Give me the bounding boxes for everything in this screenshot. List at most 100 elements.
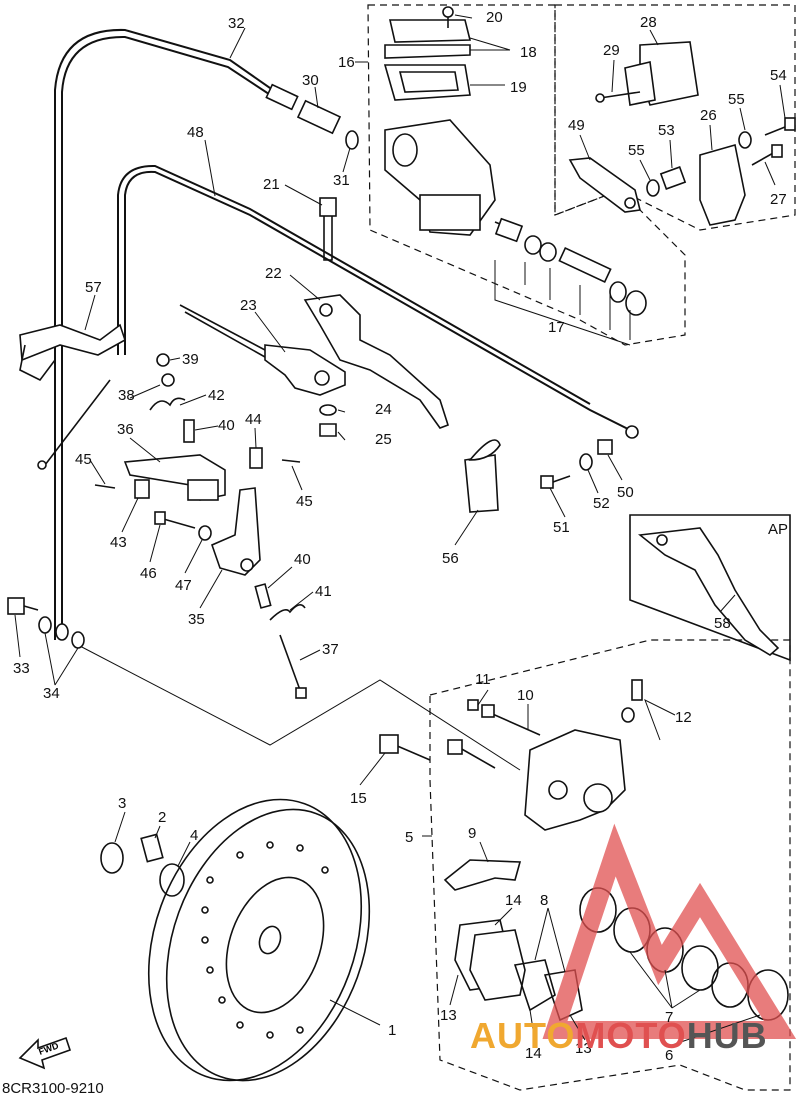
automotohub-logo	[542, 823, 797, 1039]
bolt-11	[467, 699, 479, 711]
callout-6: 6	[665, 1047, 673, 1064]
callout-2: 2	[158, 809, 166, 826]
callout-labels: 1 2 3 4 5 6 7 8 9 10 11 12 13 13 14 14 1…	[13, 9, 787, 1064]
cable-end-fitting	[55, 623, 69, 641]
callout-27: 27	[770, 191, 787, 208]
callout-25: 25	[375, 431, 392, 448]
screw-29	[595, 91, 641, 103]
callout-47: 47	[175, 577, 192, 594]
brake-lever-22	[303, 294, 449, 429]
bolt-27	[751, 144, 783, 166]
bolt-33	[7, 597, 39, 615]
spring-42	[149, 397, 186, 411]
bracket-26	[699, 143, 746, 226]
key-2	[140, 833, 164, 863]
washer-47	[198, 525, 212, 541]
nut-25	[319, 423, 337, 437]
fwd-arrow-icon: FWD	[18, 1036, 72, 1070]
pin-40a	[183, 419, 195, 443]
callout-24: 24	[375, 401, 392, 418]
leader-lines	[14, 14, 786, 1046]
callout-26: 26	[700, 107, 717, 124]
diaphragm-19	[383, 64, 471, 101]
callout-46: 46	[140, 565, 157, 582]
arm-35	[211, 487, 261, 576]
callout-1: 1	[388, 1022, 396, 1039]
reflector-56	[464, 439, 501, 513]
callout-12: 12	[675, 709, 692, 726]
callout-3: 3	[118, 795, 126, 812]
disc-holes	[201, 841, 329, 1039]
callout-14a: 14	[505, 892, 522, 909]
callout-8: 8	[540, 892, 548, 909]
washer-55b	[738, 131, 752, 149]
washer-34a	[38, 616, 52, 634]
washer-52	[579, 453, 593, 471]
pin-44	[249, 447, 263, 469]
callout-19: 19	[510, 79, 527, 96]
callout-10: 10	[517, 687, 534, 704]
arm-36	[123, 454, 226, 501]
rod-37	[279, 634, 307, 699]
nut-38	[161, 373, 175, 387]
callout-17: 17	[548, 319, 565, 336]
svg-text:AUTOMOTOHUB: AUTOMOTOHUB	[470, 1015, 768, 1056]
lever-bracket-23	[179, 304, 346, 396]
callout-14b: 14	[525, 1045, 542, 1062]
callout-28: 28	[640, 14, 657, 31]
callout-37: 37	[322, 641, 339, 658]
callout-50: 50	[617, 484, 634, 501]
callout-57: 57	[85, 279, 102, 296]
bolt-15	[379, 734, 431, 761]
inset-ap-frame	[629, 514, 791, 662]
callout-5: 5	[405, 829, 413, 846]
screw-20	[442, 6, 454, 28]
callout-58: 58	[714, 615, 731, 632]
circlip-3	[100, 842, 124, 874]
spring-41	[269, 604, 306, 621]
callout-39: 39	[182, 351, 199, 368]
brake-cable-48	[117, 164, 639, 439]
bolt-43	[134, 479, 150, 499]
callout-40b: 40	[294, 551, 311, 568]
brake-cable-32	[54, 28, 299, 640]
bolt-21	[319, 197, 337, 261]
collar-50	[597, 439, 613, 455]
watermark-prefix: AUTO	[470, 1015, 575, 1056]
callout-55a: 55	[628, 142, 645, 159]
callout-48: 48	[187, 124, 204, 141]
nut-39	[156, 353, 170, 367]
callout-45b: 45	[296, 493, 313, 510]
bleed-screw-12	[621, 679, 643, 723]
inset-label: AP	[768, 521, 788, 538]
callout-22: 22	[265, 265, 282, 282]
bolt-10	[481, 704, 541, 736]
callout-43: 43	[110, 534, 127, 551]
union-fitting-30	[296, 99, 359, 150]
hose-route-line	[77, 644, 521, 771]
watermark-middle: MOTO	[575, 1015, 686, 1056]
master-cylinder	[384, 119, 496, 236]
washer-55a	[646, 179, 660, 197]
callout-32: 32	[228, 15, 245, 32]
callout-35: 35	[188, 611, 205, 628]
lever-58	[638, 527, 780, 656]
callout-42: 42	[208, 387, 225, 404]
callout-36: 36	[117, 421, 134, 438]
callout-20: 20	[486, 9, 503, 26]
callout-31: 31	[333, 172, 350, 189]
diagram-code: 8CR3100-9210	[2, 1080, 104, 1097]
callout-21: 21	[263, 176, 280, 193]
switch-28	[624, 41, 699, 106]
callout-34: 34	[43, 685, 60, 702]
callout-30: 30	[302, 72, 319, 89]
pin-45a	[94, 484, 116, 489]
pin-45b	[281, 459, 301, 463]
reservoir-cap-18	[384, 19, 472, 59]
callout-11: 11	[475, 671, 491, 688]
callout-4: 4	[190, 827, 198, 844]
callout-23: 23	[240, 297, 257, 314]
pin-40b	[254, 583, 272, 609]
callout-9: 9	[468, 825, 476, 842]
